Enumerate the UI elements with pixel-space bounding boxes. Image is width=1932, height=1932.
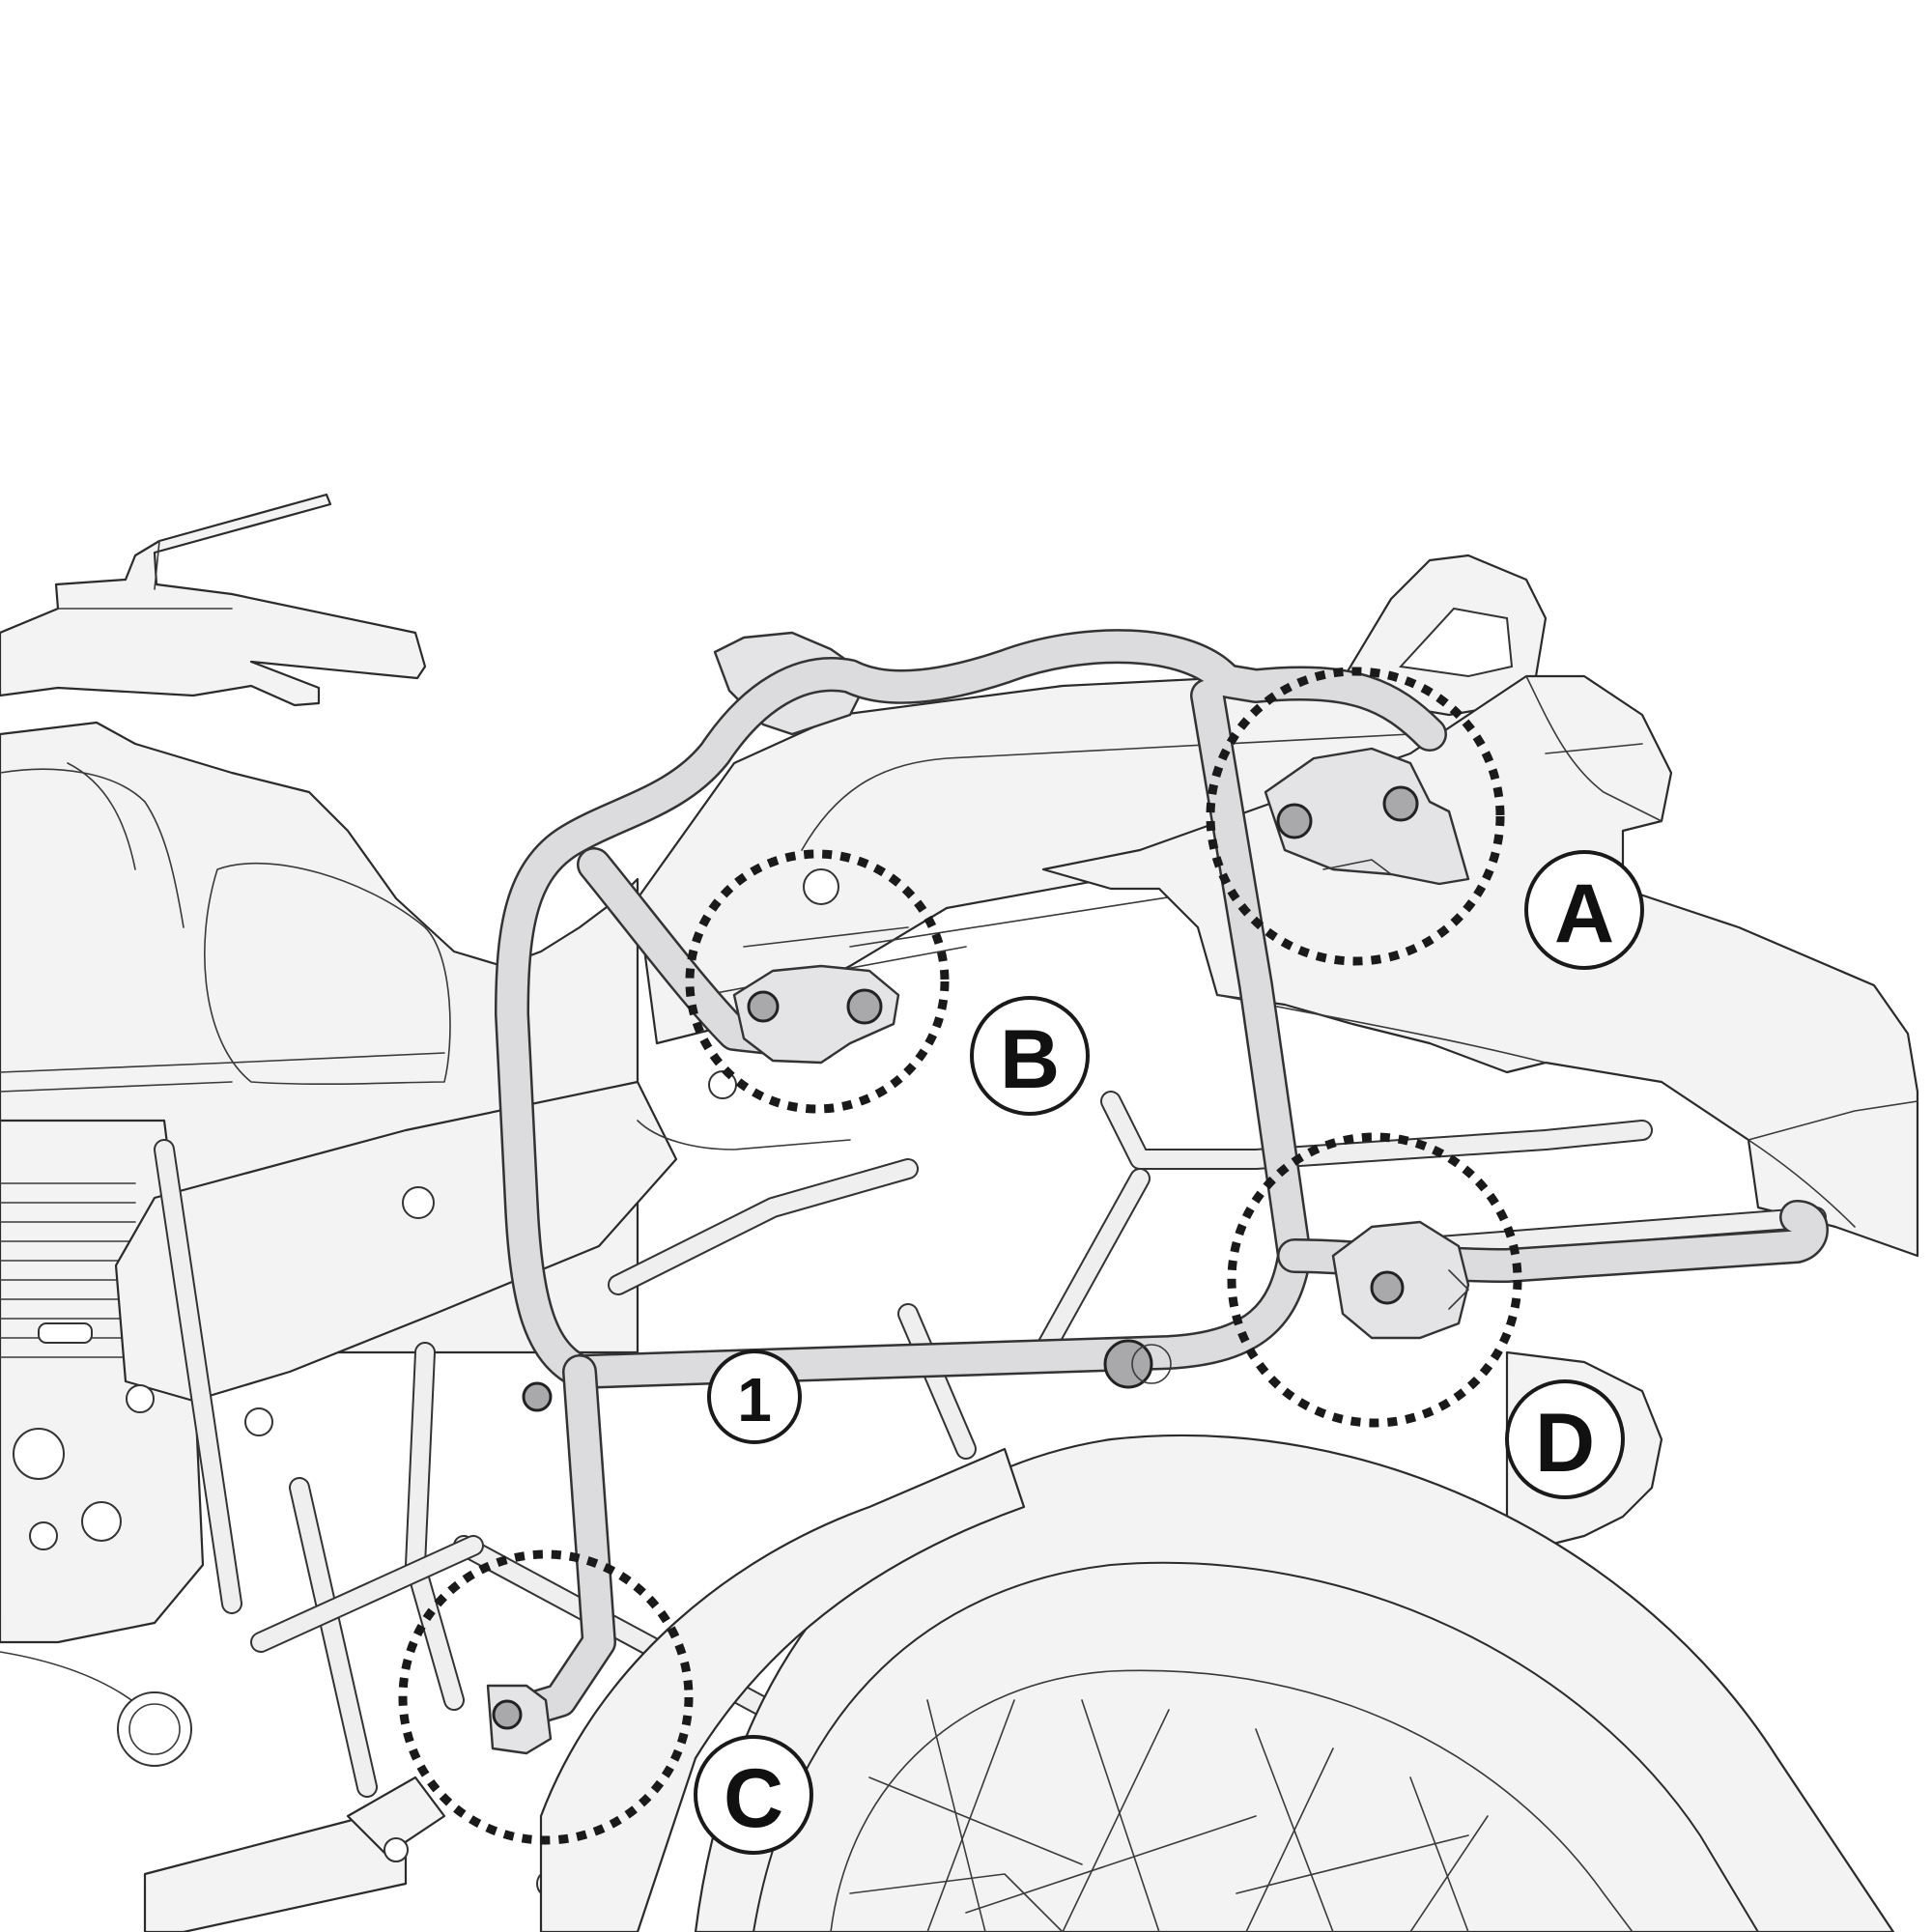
mount-plate-a	[1264, 747, 1470, 886]
bolt-d	[1370, 1270, 1405, 1305]
detail-ring-a	[1206, 667, 1505, 966]
bolt-a-left	[1276, 803, 1313, 839]
detail-ring-c	[398, 1549, 694, 1845]
svg-text:C: C	[724, 1752, 783, 1845]
mount-bracket-c	[486, 1684, 553, 1755]
tail-section	[1041, 674, 1919, 1258]
callout-d: D	[1505, 1379, 1625, 1499]
bolt-b-right	[846, 988, 883, 1025]
callout-part-1: 1	[707, 1350, 802, 1444]
callout-c: C	[694, 1735, 813, 1855]
bolt-c	[492, 1699, 523, 1730]
mount-plate-b	[637, 926, 909, 1151]
rack-pivot-bolts	[522, 1339, 1172, 1412]
svg-text:1: 1	[737, 1365, 772, 1435]
bolt-a-right	[1382, 785, 1419, 822]
engine-cooling-fins	[0, 1182, 136, 1358]
svg-text:D: D	[1535, 1397, 1595, 1490]
svg-text:B: B	[1000, 1013, 1060, 1106]
pivot-bolt-front	[522, 1381, 553, 1412]
footrest	[143, 1776, 565, 1932]
rear-wheel	[539, 1434, 1895, 1932]
detail-ring-b	[685, 849, 950, 1114]
svg-text:A: A	[1554, 867, 1614, 960]
handlebar	[0, 493, 427, 707]
callout-a: A	[1524, 850, 1644, 970]
pivot-bolt-middle	[1103, 1339, 1153, 1389]
wheel-spokes	[868, 1699, 1489, 1932]
detail-ring-d	[1227, 1132, 1522, 1428]
mount-bracket-d	[1331, 1220, 1470, 1340]
grab-handle	[1331, 554, 1548, 717]
callout-b: B	[970, 996, 1090, 1116]
bolt-b-left	[747, 990, 780, 1023]
